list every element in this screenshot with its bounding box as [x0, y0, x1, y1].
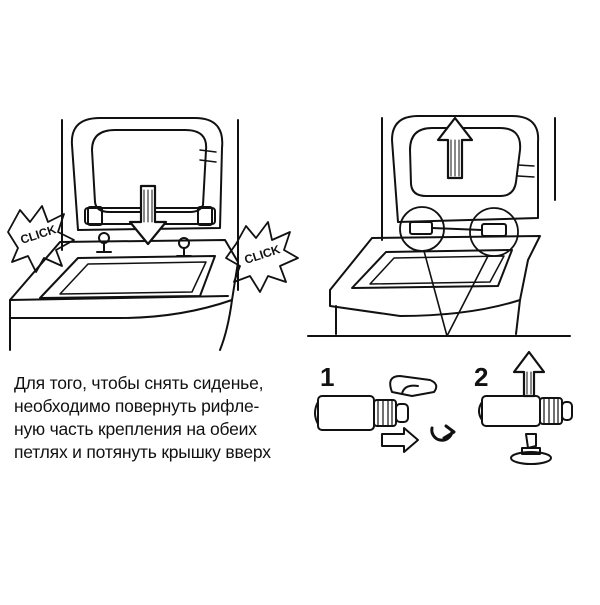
left-hinge-stud — [96, 232, 112, 253]
right-lid — [391, 115, 540, 223]
left-bowl-rim-inner — [39, 255, 216, 299]
finger — [389, 375, 438, 397]
left-bowl — [9, 239, 239, 319]
push-arrow — [381, 427, 419, 453]
callout-lines — [423, 250, 489, 337]
click-label-right: CLICK — [243, 242, 283, 267]
detail-1-rotate — [314, 375, 456, 453]
instruction-line: Для того, чтобы снять сиденье, — [14, 373, 264, 393]
detail-2-pull-up — [478, 350, 573, 465]
click-label-left: CLICK — [19, 222, 59, 247]
hinge-callout-right — [469, 207, 519, 257]
instruction-line: необходимо повернуть рифле- — [14, 396, 260, 416]
instruction-line: ную часть крепления на обеих — [14, 419, 257, 439]
left-toilet-illustration — [9, 117, 239, 351]
right-bowl — [329, 235, 541, 317]
right-toilet-illustration — [329, 115, 556, 337]
left-lid — [70, 117, 224, 231]
step-2-number: 2 — [474, 362, 489, 392]
right-lid-inner — [409, 127, 522, 197]
up-arrow-detail — [512, 350, 546, 398]
instructions-text: Для того, чтобы снять сиденье, необходим… — [14, 372, 314, 464]
click-burst-right — [225, 221, 299, 293]
right-hinge-stud — [176, 237, 192, 257]
step-1-number: 1 — [320, 362, 335, 392]
click-burst-left — [7, 205, 75, 273]
instruction-line: петлях и потянуть крышку вверх — [14, 442, 271, 462]
